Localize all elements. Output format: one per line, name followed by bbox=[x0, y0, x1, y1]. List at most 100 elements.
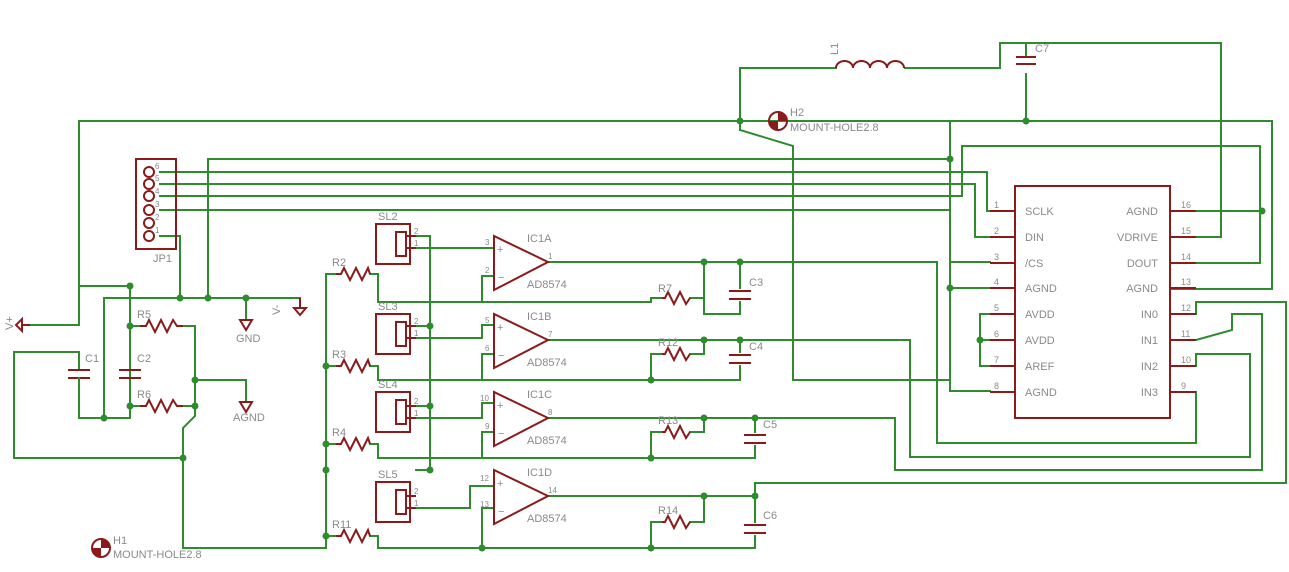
label-r2: R2 bbox=[332, 257, 346, 269]
opamp-pin: 8 bbox=[548, 408, 553, 417]
opamp-pin: 14 bbox=[548, 486, 557, 495]
resistor-r12: R12 bbox=[658, 337, 691, 363]
jp1-pin-label: 1 bbox=[155, 226, 160, 235]
capacitor-c7: C7 bbox=[1016, 43, 1049, 65]
adc-pin-number: 14 bbox=[1181, 252, 1191, 262]
capacitor-c5: C5 bbox=[744, 419, 777, 444]
adc-pin-name: AGND bbox=[1025, 387, 1057, 399]
opamp-pin: 7 bbox=[548, 330, 553, 339]
sl-pin-label: 2 bbox=[414, 317, 419, 326]
opamp-ic1d: + − 12 13 14 IC1D AD8574 bbox=[480, 467, 567, 526]
opamp-pin: 1 bbox=[548, 252, 553, 261]
adc-pin-number: 8 bbox=[994, 381, 999, 391]
label-sl4: SL4 bbox=[378, 379, 398, 391]
label-h2: H2 bbox=[790, 107, 804, 119]
opamp-pin: 2 bbox=[485, 266, 490, 275]
label-h1-value: MOUNT-HOLE2.8 bbox=[113, 549, 202, 561]
opamp-ic1a: + − 3 2 1 IC1A AD8574 bbox=[485, 233, 567, 292]
label-vminus: V- bbox=[271, 304, 283, 315]
label-r12: R12 bbox=[658, 337, 678, 349]
label-agnd: AGND bbox=[233, 412, 265, 424]
resistor-r13: R13 bbox=[658, 415, 691, 441]
vminus-symbol: V- bbox=[271, 298, 309, 317]
label-gnd: GND bbox=[236, 333, 261, 345]
minus-sign: − bbox=[498, 350, 504, 362]
adc-right-pins: 16AGND15VDRIVE14DOUT13AGND12IN011IN110IN… bbox=[1117, 200, 1196, 399]
adc-pin-name: DOUT bbox=[1127, 258, 1158, 270]
agnd-symbol: AGND bbox=[233, 401, 265, 424]
label-r3: R3 bbox=[332, 349, 346, 361]
adc-pin-number: 3 bbox=[994, 252, 999, 262]
resistor-r6: R6 bbox=[137, 389, 183, 415]
label-r6: R6 bbox=[137, 389, 151, 401]
label-c4: C4 bbox=[749, 341, 763, 353]
adc-pin-name: /CS bbox=[1025, 258, 1043, 270]
plus-sign: + bbox=[497, 244, 503, 256]
label-c2: C2 bbox=[137, 353, 151, 365]
label-r14: R14 bbox=[658, 505, 678, 517]
adc-pin-name: AVDD bbox=[1025, 335, 1055, 347]
label-ic1b: IC1B bbox=[527, 311, 551, 323]
adc-pin-number: 2 bbox=[994, 226, 999, 236]
label-r4: R4 bbox=[332, 427, 346, 439]
resistor-r14: R14 bbox=[658, 505, 691, 531]
connector-sl4: 2 1 SL4 bbox=[375, 379, 419, 433]
minus-sign: − bbox=[498, 272, 504, 284]
adc-pin-number: 1 bbox=[994, 200, 999, 210]
adc-pin-number: 9 bbox=[1181, 381, 1186, 391]
opamp-pin: 12 bbox=[480, 474, 489, 483]
opamp-value: AD8574 bbox=[527, 513, 567, 525]
label-h1: H1 bbox=[113, 535, 127, 547]
adc-pin-number: 12 bbox=[1181, 303, 1191, 313]
adc-pin-number: 7 bbox=[994, 355, 999, 365]
opamp-pin: 9 bbox=[485, 422, 490, 431]
sl-pin-label: 2 bbox=[414, 397, 419, 406]
adc-pin-name: AGND bbox=[1126, 206, 1158, 218]
adc-pin-name: IN2 bbox=[1141, 361, 1158, 373]
resistor-r7: R7 bbox=[658, 283, 691, 307]
adc-pin-name: DIN bbox=[1025, 232, 1044, 244]
junctions bbox=[100, 117, 1266, 552]
sl-pin-label: 2 bbox=[414, 487, 419, 496]
capacitor-c2: C2 bbox=[119, 353, 151, 379]
label-ic1a: IC1A bbox=[527, 233, 552, 245]
adc-pin-name: AVDD bbox=[1025, 309, 1055, 321]
adc-pin-number: 15 bbox=[1181, 226, 1191, 236]
plus-sign: + bbox=[497, 400, 503, 412]
inductor-l1: L1 bbox=[829, 43, 905, 69]
label-sl5: SL5 bbox=[378, 469, 398, 481]
jp1-pin-label: 3 bbox=[155, 200, 160, 209]
plus-sign: + bbox=[497, 322, 503, 334]
sl-pin-label: 1 bbox=[414, 499, 419, 508]
adc-pin-number: 10 bbox=[1181, 355, 1191, 365]
opamp-value: AD8574 bbox=[527, 435, 567, 447]
opamp-pin: 6 bbox=[485, 344, 490, 353]
jp1-pin-label: 6 bbox=[155, 162, 160, 171]
minus-sign: − bbox=[498, 506, 504, 518]
resistor-r5: R5 bbox=[137, 309, 183, 335]
opamp-pin: 3 bbox=[485, 238, 490, 247]
adc-pin-name: AREF bbox=[1025, 361, 1055, 373]
adc-pin-name: IN3 bbox=[1141, 387, 1158, 399]
label-jp1: JP1 bbox=[153, 253, 172, 265]
label-l1: L1 bbox=[829, 43, 841, 55]
opamp-pin: 10 bbox=[480, 394, 489, 403]
label-h2-value: MOUNT-HOLE2.8 bbox=[790, 122, 879, 134]
connector-sl2: 2 1 SL2 bbox=[375, 211, 419, 265]
adc-pin-number: 16 bbox=[1181, 200, 1191, 210]
header-jp1: 6 5 4 3 2 1 JP1 bbox=[135, 158, 177, 265]
label-sl3: SL3 bbox=[378, 301, 398, 313]
label-r7: R7 bbox=[658, 283, 672, 295]
label-r5: R5 bbox=[137, 309, 151, 321]
mount-hole-h1: H1 MOUNT-HOLE2.8 bbox=[91, 535, 202, 561]
capacitor-c4: C4 bbox=[729, 341, 763, 364]
opamp-ic1c: + − 10 9 8 IC1C AD8574 bbox=[480, 389, 567, 448]
label-ic1d: IC1D bbox=[527, 467, 552, 479]
adc-pin-number: 6 bbox=[994, 329, 999, 339]
label-vplus: V+ bbox=[4, 316, 16, 330]
sl-pin-label: 1 bbox=[414, 239, 419, 248]
label-r13: R13 bbox=[658, 415, 678, 427]
opamp-pin: 13 bbox=[480, 500, 489, 509]
label-ic1c: IC1C bbox=[527, 389, 552, 401]
